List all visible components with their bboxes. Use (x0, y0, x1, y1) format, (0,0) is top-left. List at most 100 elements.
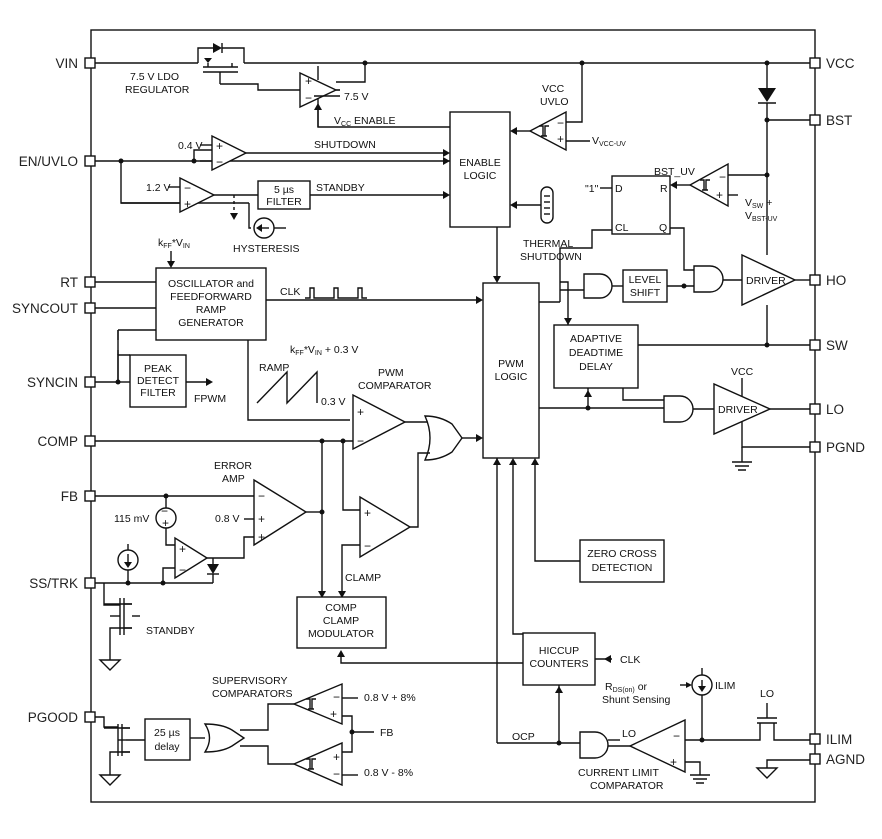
bootstrap-section (758, 60, 810, 255)
svg-text:+: + (330, 707, 337, 721)
vcc-enable-label: VCC ENABLE (334, 115, 396, 128)
standby-comparator-symbol: − + (179, 176, 216, 214)
pin-ss-trk-pad[interactable] (84, 577, 96, 589)
ref-0v4-label: 0.4 V (178, 140, 203, 152)
ss-current-source-symbol (117, 544, 139, 583)
svg-text:+: + (557, 132, 564, 146)
hysteresis-current-source-symbol (253, 217, 275, 239)
vbst-label: VBST-UV (745, 210, 778, 223)
hiccup-label-1: HICCUP (539, 645, 579, 657)
pin-pgood-label: PGOOD (28, 710, 79, 725)
pin-vcc-label: VCC (826, 56, 855, 71)
oscillator-label-1: OSCILLATOR and (168, 278, 254, 290)
ilim-current-source-symbol (691, 668, 713, 740)
pin-pgnd-pad[interactable] (809, 441, 821, 453)
hysteresis-label: HYSTERESIS (233, 243, 300, 255)
ref-1v2-label: 1.2 V (146, 182, 171, 194)
comp-clamp-label-3: MODULATOR (308, 628, 375, 640)
vcc-uvlo-label-2: UVLO (540, 96, 569, 108)
error-amp-op-amp-symbol: − + + (253, 478, 308, 547)
zero-cross-label-1: ZERO CROSS (587, 548, 656, 560)
high-side-driver-symbol (741, 253, 797, 307)
pin-lo-label: LO (826, 402, 844, 417)
svg-text:+: + (258, 530, 265, 544)
pin-bst-label: BST (826, 113, 852, 128)
ocp-and-gate-symbol (579, 731, 609, 759)
ff-one-label: "1" (585, 183, 599, 195)
ff-r-label: R (660, 183, 668, 195)
vcc-uvlo-label-1: VCC (542, 83, 565, 95)
thermal-sensor-symbol (510, 186, 554, 224)
lo-switch-label: LO (760, 688, 774, 700)
pin-fb-label: FB (61, 489, 78, 504)
pwm-comparator-label-2: COMPARATOR (358, 380, 432, 392)
offset-voltage-source-symbol: − + (155, 504, 177, 530)
standby-fet-label: STANDBY (146, 625, 195, 637)
ldo-section: 7.5 V LDO REGULATOR + − 7.5 V VCC ENABLE… (95, 43, 810, 152)
left-pins: VIN EN/UVLO RT SYNCOUT SYNCIN COMP FB SS… (12, 56, 96, 725)
pin-ho-pad[interactable] (809, 274, 821, 286)
pin-vcc-pad[interactable] (809, 57, 821, 69)
ff-q-label: Q (659, 222, 667, 234)
svg-text:+: + (716, 188, 723, 202)
pin-syncin-pad[interactable] (84, 376, 96, 388)
pin-pgood-pad[interactable] (84, 711, 96, 723)
pin-en-uvlo-label: EN/UVLO (19, 154, 78, 169)
ff-cl-label: CL (615, 222, 629, 234)
supervisory-label-1: SUPERVISORY (212, 675, 287, 687)
adaptive-deadtime-label-3: DELAY (579, 361, 613, 373)
pin-agnd-pad[interactable] (809, 753, 821, 765)
pin-vin-label: VIN (55, 56, 78, 71)
cl-lo-label: LO (622, 728, 636, 740)
ref-115mv-label: 115 mV (114, 513, 149, 525)
ldo-ref-label: 7.5 V (344, 91, 369, 103)
pgood-delay-label-2: delay (154, 741, 180, 753)
pgood-delay-block (144, 718, 191, 761)
level-shift-label-2: SHIFT (630, 287, 661, 299)
ldo-label-2: REGULATOR (125, 84, 190, 96)
svg-text:−: − (557, 116, 564, 130)
error-amp-label-1: ERROR (214, 460, 252, 472)
pin-comp-label: COMP (38, 434, 79, 449)
fpwm-label: FPWM (194, 393, 226, 405)
comp-clamp-modulator-block (296, 596, 387, 649)
pin-bst-pad[interactable] (809, 114, 821, 126)
svg-text:+: + (258, 512, 265, 526)
clk-label: CLK (280, 286, 300, 298)
thermal-shutdown-label-2: SHUTDOWN (520, 251, 582, 263)
pin-en-uvlo-pad[interactable] (84, 155, 96, 167)
current-limit-label-1: CURRENT LIMIT (578, 767, 659, 779)
bst-uv-label: BST_UV (654, 166, 695, 178)
pin-syncin-label: SYNCIN (27, 375, 78, 390)
pin-rt-label: RT (60, 275, 78, 290)
clamp-label: CLAMP (345, 572, 381, 584)
pin-rt-pad[interactable] (84, 276, 96, 288)
hiccup-counters-block (522, 632, 596, 686)
supervisory-label-2: COMPARATORS (212, 688, 293, 700)
svg-text:−: − (184, 181, 191, 195)
sup-low-label: 0.8 V - 8% (364, 767, 413, 779)
pin-lo-pad[interactable] (809, 403, 821, 415)
pwm-comparator-symbol: + − (352, 393, 407, 451)
pin-comp-pad[interactable] (84, 435, 96, 447)
oscillator-label-2: FEEDFORWARD (170, 291, 252, 303)
zero-cross-detection-block (579, 539, 665, 583)
pin-vin-pad[interactable] (84, 57, 96, 69)
pin-fb-pad[interactable] (84, 490, 96, 502)
enable-section: + − 0.4 V SHUTDOWN − + 1.2 V 5 µs FILTER… (95, 134, 450, 255)
bst-uv-comparator-symbol: − + (688, 162, 729, 208)
ff-d-label: D (615, 183, 623, 195)
pin-ss-trk-label: SS/TRK (29, 576, 78, 591)
peak-detect-label-1: PEAK (144, 363, 172, 375)
low-side-driver-symbol (713, 382, 772, 436)
ocp-label: OCP (512, 731, 535, 743)
pin-ilim-pad[interactable] (809, 733, 821, 745)
svg-text:−: − (161, 504, 168, 518)
ilim-source-label: ILIM (715, 680, 735, 692)
enable-logic-label-2: LOGIC (464, 170, 497, 182)
ho-input-and-gate-symbol (583, 273, 613, 299)
pin-sw-pad[interactable] (809, 339, 821, 351)
pin-syncout-pad[interactable] (84, 302, 96, 314)
svg-text:+: + (162, 516, 169, 530)
